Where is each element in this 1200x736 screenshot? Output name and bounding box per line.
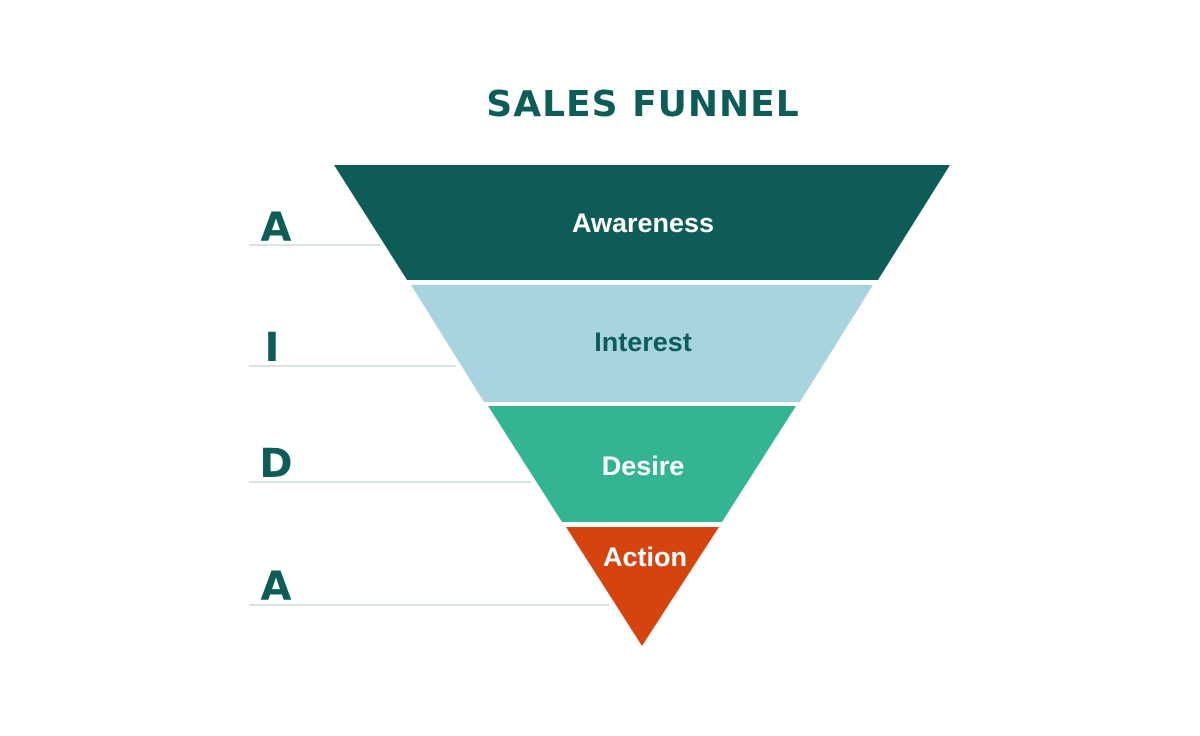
funnel-stage-action: A Action (249, 527, 719, 646)
funnel-stage-desire: D Desire (249, 406, 796, 522)
aida-letter-interest: I (265, 325, 280, 371)
aida-letter-action: A (261, 564, 292, 610)
funnel-segment-awareness (334, 165, 950, 280)
funnel-segment-interest (411, 285, 873, 402)
funnel-stage-interest: I Interest (249, 285, 873, 402)
aida-letter-desire: D (259, 441, 292, 487)
stage-label-interest: Interest (594, 327, 692, 357)
stage-label-action: Action (603, 542, 687, 572)
stage-label-awareness: Awareness (572, 208, 714, 238)
funnel-title: SALES FUNNEL (486, 84, 799, 125)
aida-letter-awareness: A (261, 205, 292, 251)
funnel-stage-awareness: A Awareness (249, 165, 950, 280)
stage-label-desire: Desire (602, 451, 685, 481)
funnel-segment-desire (488, 406, 796, 522)
funnel-segment-action (566, 527, 719, 646)
